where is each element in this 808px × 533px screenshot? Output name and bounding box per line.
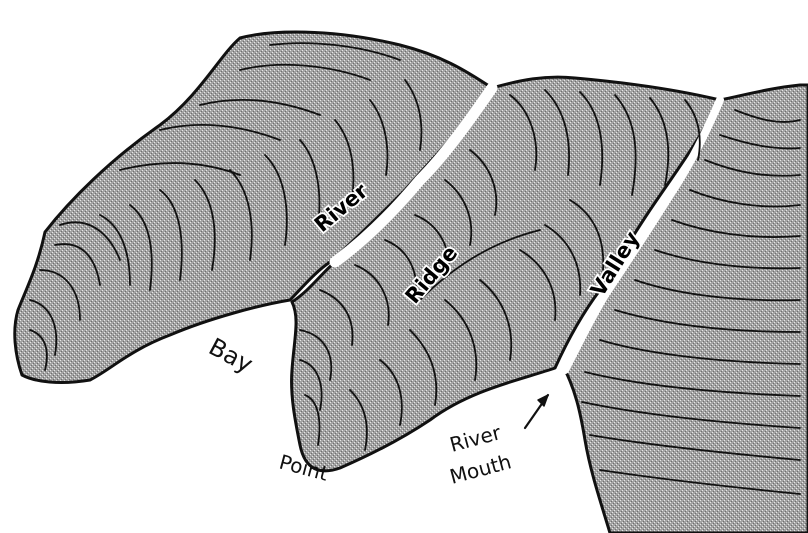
bay-label: Bay (204, 333, 257, 379)
river-mouth-arrow (525, 395, 548, 428)
river-mouth-label-line1: River (447, 420, 504, 457)
